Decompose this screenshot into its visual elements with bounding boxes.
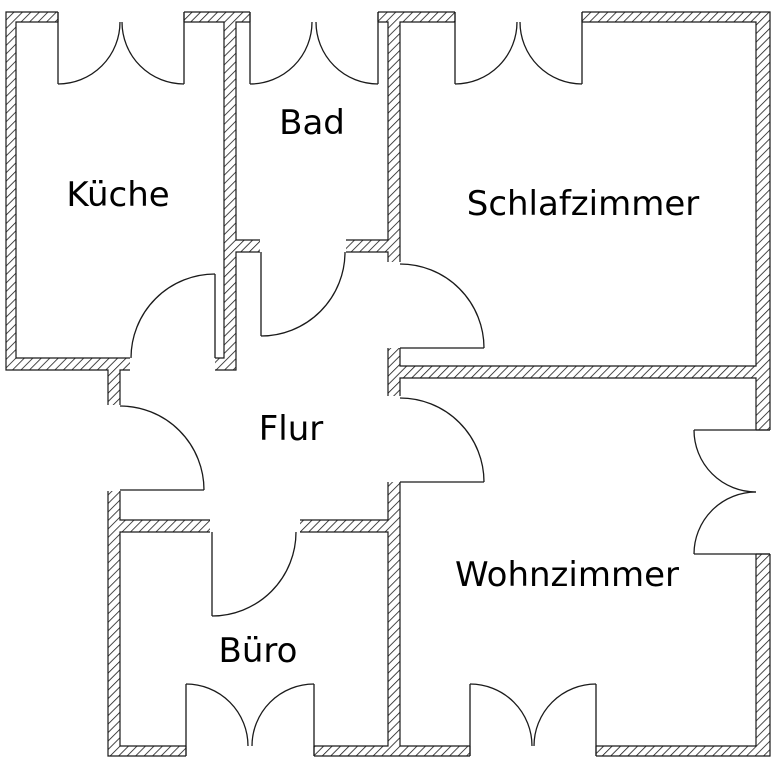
door-schlafzimmer xyxy=(399,263,485,349)
door-kueche xyxy=(130,273,216,359)
opening-frames xyxy=(57,12,770,756)
door-buero xyxy=(211,531,297,617)
label-kueche: Küche xyxy=(66,175,169,215)
label-bad: Bad xyxy=(279,103,345,143)
door-wohnzimmer xyxy=(399,397,485,483)
door-bad-window xyxy=(249,21,379,85)
label-schlafzimmer: Schlafzimmer xyxy=(467,184,700,224)
door-schlafzimmer-window xyxy=(454,21,583,85)
door-flur-entrance xyxy=(119,405,205,491)
door-buero-window xyxy=(185,683,315,747)
label-wohnzimmer: Wohnzimmer xyxy=(455,555,679,595)
label-flur: Flur xyxy=(259,409,324,449)
walls xyxy=(5,11,771,757)
label-buero: Büro xyxy=(219,631,298,671)
door-wohnzimmer-window xyxy=(469,683,597,747)
door-openings xyxy=(58,11,771,757)
door-kueche-window xyxy=(57,21,185,85)
door-bad xyxy=(260,251,346,337)
door-wohnzimmer-side xyxy=(693,429,757,555)
